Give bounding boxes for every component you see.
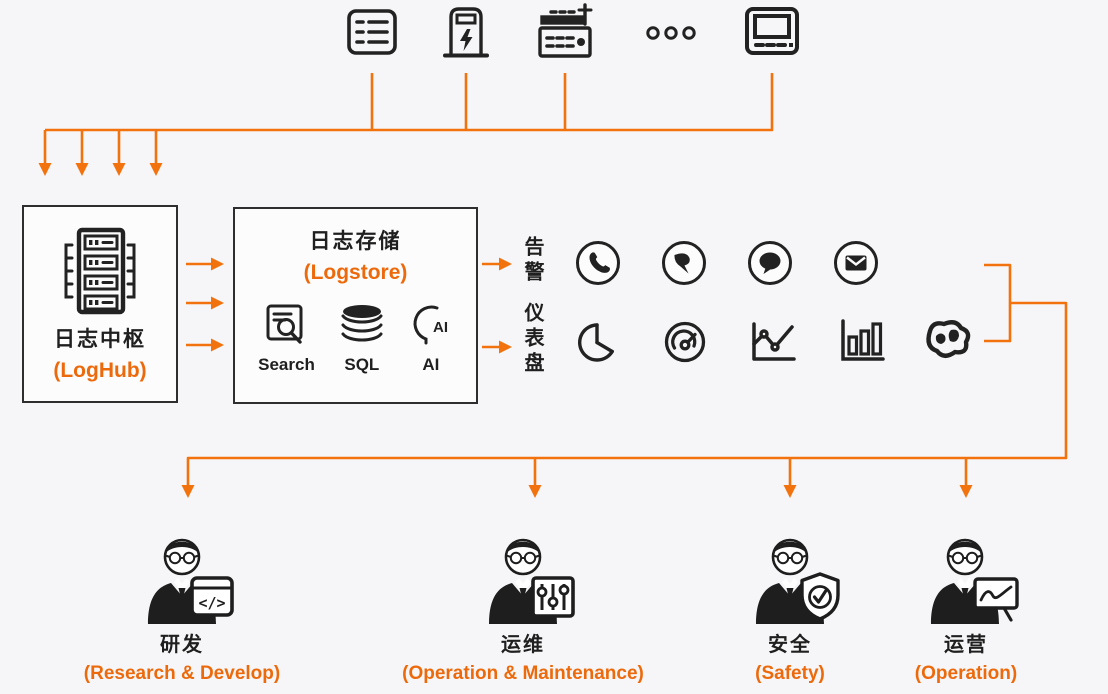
logstore-panel: 日志存储 (Logstore) Search <box>233 207 478 404</box>
phone-icon <box>576 241 620 285</box>
alert-label: 告警 <box>521 236 543 286</box>
terminal-display-icon <box>744 6 800 56</box>
loghub-title-en: (LogHub) <box>53 359 147 382</box>
feature-ai-label: AI <box>422 355 440 374</box>
presentation-chart-icon <box>973 577 1019 622</box>
radio-gateway-icon <box>533 2 597 60</box>
svg-text:</>: </> <box>198 594 225 612</box>
role-zh-label: 研发 <box>160 634 204 656</box>
dingtalk-wing-icon <box>662 241 706 285</box>
role-operation-maintenance: 运维 (Operation & Maintenance) <box>353 528 693 685</box>
feature-search: Search <box>258 303 315 375</box>
server-rack-icon <box>57 225 143 317</box>
search-doc-icon <box>265 303 307 347</box>
map-icon <box>920 315 976 367</box>
developer-avatar: </> <box>128 528 236 624</box>
sliders-panel-icon <box>531 576 575 618</box>
line-chart-icon <box>746 316 798 366</box>
feature-ai: AI AI <box>409 303 453 375</box>
shield-check-icon <box>800 572 840 621</box>
email-icon <box>834 241 878 285</box>
svg-text:AI: AI <box>433 319 448 336</box>
loghub-title-zh: 日志中枢 <box>54 328 146 351</box>
role-en-label: (Operation & Maintenance) <box>402 663 644 684</box>
gauge-icon <box>660 317 710 367</box>
code-window-icon: </> <box>190 576 234 617</box>
role-en-label: (Operation) <box>914 663 1018 684</box>
logstore-title-zh: 日志存储 <box>309 230 402 253</box>
bar-chart-icon <box>835 315 887 367</box>
role-zh-label: 运维 <box>501 634 545 656</box>
role-research-develop: </> 研发 (Research & Develop) <box>12 528 352 685</box>
role-safety: 安全 (Safety) <box>620 528 960 685</box>
role-zh-label: 运营 <box>944 634 988 656</box>
ops-avatar <box>469 528 577 624</box>
dashboard-label: 仪表盘 <box>521 302 543 377</box>
operation-avatar <box>911 528 1021 624</box>
power-station-icon <box>442 4 490 60</box>
role-zh-label: 安全 <box>768 634 812 656</box>
safety-avatar <box>736 528 844 624</box>
role-en-label: (Safety) <box>755 663 825 684</box>
sms-bubble-icon <box>748 241 792 285</box>
logstore-title-en: (Logstore) <box>303 261 408 284</box>
loghub-panel: 日志中枢 (LogHub) <box>22 205 178 403</box>
ai-head-icon: AI <box>409 303 453 347</box>
role-en-label: (Research & Develop) <box>83 663 281 684</box>
pie-chart-icon <box>573 317 623 367</box>
role-operation: 运营 (Operation) <box>796 528 1108 685</box>
feature-search-label: Search <box>258 355 315 374</box>
server-logs-icon <box>346 8 398 56</box>
more-dots-icon <box>645 25 697 41</box>
feature-sql-label: SQL <box>344 355 380 374</box>
database-icon <box>339 303 385 347</box>
feature-sql: SQL <box>339 303 385 375</box>
